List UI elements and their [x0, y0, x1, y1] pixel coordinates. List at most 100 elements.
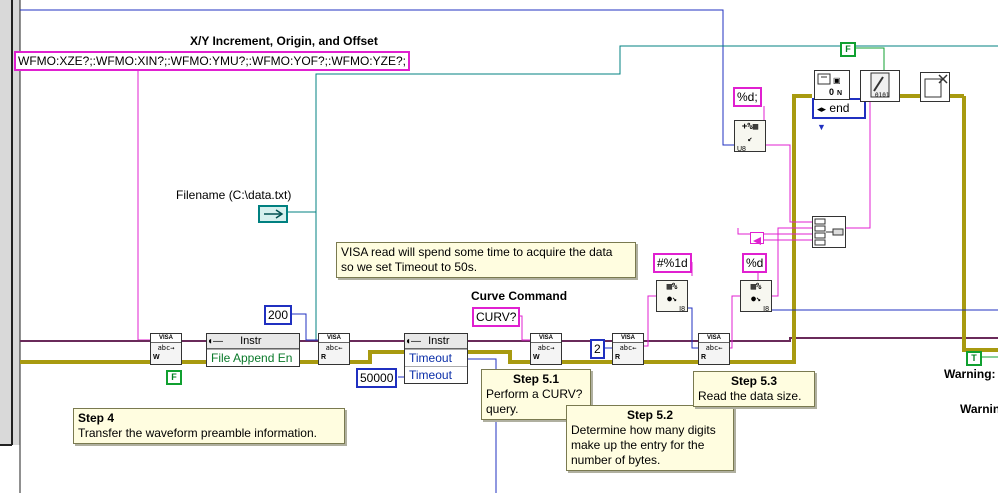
wire-read-1	[640, 295, 656, 347]
property-node-header-1: ◖— Instr	[207, 334, 299, 349]
instr-label-1: Instr	[240, 335, 262, 347]
visa-read-3[interactable]: VISA abc← R	[698, 333, 730, 365]
visa-read-1-r: R	[321, 354, 327, 361]
open-file-node[interactable]: ▣ 0 N	[814, 70, 850, 100]
open-file-icon: ▣ 0 N	[817, 73, 842, 97]
visa-read-2-r: R	[615, 354, 621, 361]
key-icon-2: ◖—	[405, 336, 422, 347]
step53-title: Step 5.3	[730, 374, 778, 388]
enum-arrows-icon: ◂▸	[817, 104, 827, 114]
visa-read-3-r: R	[701, 354, 707, 361]
timeout-constant[interactable]: 50000	[356, 368, 398, 388]
format-d-top-constant[interactable]: %d;	[733, 87, 762, 107]
scan-type-icon-1: I8	[679, 306, 685, 313]
xy-increment-label: X/Y Increment, Origin, and Offset	[190, 34, 378, 48]
wire-error-9	[962, 96, 998, 352]
left-frame-shade	[0, 0, 20, 445]
step52-body: Determine how many digits make up the en…	[571, 423, 716, 467]
scan-from-string-1[interactable]: ▦% ●↘ I8	[656, 280, 688, 313]
wire-wfmo-string	[137, 62, 152, 341]
curve-command-label: Curve Command	[471, 289, 568, 303]
timeout-row-1[interactable]: Timeout	[405, 349, 467, 366]
visa-read-1-header: VISA	[319, 334, 349, 343]
wire-error-7	[726, 94, 812, 364]
wire-visa-6	[726, 337, 998, 342]
visa-write-2-header: VISA	[531, 334, 561, 343]
filename-label: Filename (C:\data.txt)	[176, 188, 292, 202]
close-file-node[interactable]	[920, 72, 950, 102]
wire-error-4	[462, 350, 530, 364]
concatenate-icon	[814, 218, 844, 246]
format-percent-icon: +%▦	[741, 122, 759, 132]
step4-body: Transfer the waveform preamble informati…	[78, 426, 317, 440]
step51-title: Step 5.1	[512, 372, 560, 386]
false-constant-2[interactable]: F	[840, 42, 856, 57]
dropdown-arrow-icon: ▼	[817, 122, 826, 132]
scan-arrow-icon-2: ●↘	[751, 294, 761, 303]
scan-from-string-2[interactable]: ▦% ●↘ I8	[740, 280, 772, 313]
wire-concat-1	[770, 227, 812, 297]
visa-read-2-header: VISA	[613, 334, 643, 343]
wire-concat-out	[844, 100, 871, 229]
path-icon	[264, 209, 284, 219]
file-append-enable-row[interactable]: File Append En	[207, 349, 299, 366]
format-arrow-icon: ↙	[747, 134, 753, 143]
instr-label-2: Instr	[428, 335, 450, 347]
property-node-header-2: ◖— Instr	[405, 334, 467, 349]
concatenate-strings-node[interactable]	[812, 216, 846, 248]
scan-percent-icon-1: ▦%	[666, 282, 678, 292]
step4-comment: Step 4 Transfer the waveform preamble in…	[73, 408, 345, 444]
step52-title: Step 5.2	[626, 408, 674, 422]
step53-body: Read the data size.	[698, 389, 802, 403]
visa-write-1[interactable]: VISA abc→ W	[150, 333, 182, 365]
warning-label-1: Warning:	[944, 367, 996, 381]
scan-type-icon-2: I8	[763, 306, 769, 313]
format-d-mid-constant[interactable]: %d	[742, 253, 768, 273]
format-into-string[interactable]: +%▦ ↙ U8	[734, 120, 766, 153]
format-hash-constant[interactable]: #%1d	[653, 253, 692, 273]
visa-read-1[interactable]: VISA abc← R	[318, 333, 350, 365]
write-binary-file-node[interactable]: 0101	[860, 70, 900, 102]
visa-read-2-icon: abc←	[619, 344, 637, 352]
visa-write-1-header: VISA	[151, 334, 181, 343]
visa-property-node-2[interactable]: ◖— Instr Timeout Timeout	[404, 333, 468, 384]
wire-error-3	[346, 350, 404, 364]
write-file-icon: 0101	[870, 72, 890, 99]
visa-write-2[interactable]: VISA abc→ W	[530, 333, 562, 365]
curv-query-constant[interactable]: CURV?	[472, 307, 521, 327]
visa-read-1-icon: abc←	[325, 344, 343, 352]
visa-property-node-1[interactable]: ◖— Instr File Append En	[206, 333, 300, 367]
wire-timeout-out	[466, 358, 497, 493]
wire-false-top	[856, 47, 885, 70]
visa-read-2[interactable]: VISA abc← R	[612, 333, 644, 365]
wfmo-query-constant[interactable]: WFMO:XZE?;:WFMO:XIN?;:WFMO:YMU?;:WFMO:YO…	[14, 51, 410, 71]
scan-arrow-icon-1: ●↘	[667, 294, 677, 303]
format-type-icon: U8	[737, 146, 746, 153]
visa-read-3-icon: abc←	[705, 344, 723, 352]
true-constant[interactable]: T	[966, 351, 982, 366]
visa-write-2-icon: abc→	[537, 344, 555, 352]
false-constant-1[interactable]: F	[166, 370, 182, 385]
end-enum-value: end	[829, 101, 850, 115]
step52-comment: Step 5.2 Determine how many digits make …	[566, 405, 734, 471]
visa-write-1-w: W	[153, 354, 160, 361]
svg-text:0: 0	[829, 87, 834, 97]
step53-comment: Step 5.3 Read the data size.	[693, 371, 815, 407]
visa-timeout-comment: VISA read will spend some time to acquir…	[336, 242, 636, 278]
svg-text:▣: ▣	[833, 76, 841, 85]
wire-concat-3	[737, 228, 812, 235]
wire-top-blue	[20, 9, 735, 146]
key-icon: ◖—	[207, 336, 224, 347]
svg-text:0101: 0101	[875, 92, 890, 99]
digit-count-constant[interactable]: 2	[590, 339, 605, 359]
string-constant-icon	[750, 232, 764, 245]
byte-count-constant[interactable]: 200	[264, 305, 293, 325]
visa-read-3-header: VISA	[699, 334, 729, 343]
visa-write-1-icon: abc→	[157, 344, 175, 352]
wire-scan-out	[686, 307, 698, 349]
timeout-row-2[interactable]: Timeout	[405, 366, 467, 383]
end-enum-constant[interactable]: ◂▸ end ▼	[812, 98, 866, 132]
filename-path-control[interactable]	[258, 205, 288, 223]
scan-percent-icon-2: ▦%	[750, 282, 762, 292]
